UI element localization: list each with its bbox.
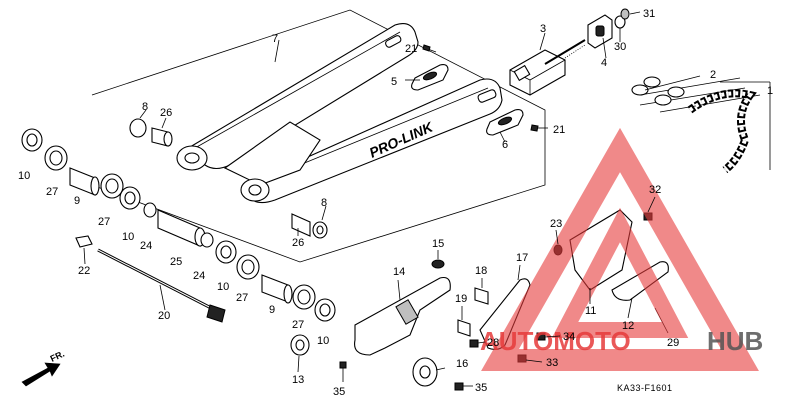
callout-22: 22 [78, 265, 90, 277]
front-direction-arrow: FR. [21, 349, 66, 387]
bolt-21-lower [530, 124, 548, 132]
callout-27-b: 27 [98, 216, 110, 228]
callout-11: 11 [585, 305, 596, 317]
callout-21-upper: 21 [405, 43, 417, 55]
callout-35-left: 35 [333, 386, 345, 398]
svg-text:AUTOMOTO: AUTOMOTO [480, 326, 631, 356]
callout-15: 15 [432, 238, 444, 250]
callout-10-d: 10 [317, 335, 329, 347]
callout-31: 31 [643, 8, 655, 20]
callout-34: 34 [563, 331, 575, 343]
callout-labels: 1 2 3 4 5 6 7 8 8 9 9 10 10 10 10 11 12 … [18, 8, 773, 398]
bolt-21-upper [422, 44, 437, 53]
callout-8-lower: 8 [321, 197, 327, 209]
callout-32: 32 [649, 184, 661, 196]
callout-26-lower: 26 [292, 237, 304, 249]
callout-10-c: 10 [217, 281, 229, 293]
callout-5: 5 [391, 76, 397, 88]
chain-adjuster-assembly [509, 8, 630, 96]
callout-9-upper: 9 [74, 195, 80, 207]
callout-2: 2 [710, 69, 716, 81]
callout-35-right: 35 [475, 382, 487, 394]
callout-27-a: 27 [46, 186, 58, 198]
leader-lines-lower [83, 196, 656, 387]
callout-16: 16 [456, 358, 468, 370]
callout-10-a: 10 [18, 170, 30, 182]
callout-27-d: 27 [292, 319, 304, 331]
callout-28: 28 [487, 337, 499, 349]
callout-24-b: 24 [193, 270, 205, 282]
adjuster-plates [411, 64, 524, 136]
callout-27-c: 27 [236, 292, 248, 304]
callout-21-lower: 21 [553, 124, 565, 136]
svg-text:HUB: HUB [707, 326, 763, 356]
callout-18: 18 [475, 265, 487, 277]
callout-13: 13 [292, 374, 304, 386]
callout-30: 30 [614, 41, 626, 53]
front-marker-label: FR. [49, 349, 66, 364]
callout-1: 1 [767, 85, 773, 97]
callout-23: 23 [550, 218, 562, 230]
callout-14: 14 [393, 266, 405, 278]
callout-17: 17 [516, 252, 528, 264]
callout-12: 12 [622, 320, 634, 332]
leader-lines [139, 11, 701, 236]
automotohub-watermark: AUTOMOTO HUB [480, 127, 763, 371]
callout-24-a: 24 [140, 240, 152, 252]
callout-20: 20 [158, 310, 170, 322]
callout-3: 3 [540, 23, 546, 35]
callout-26-upper: 26 [160, 107, 172, 119]
callout-6: 6 [502, 139, 508, 151]
drawing-code: KA33-F1601 [617, 383, 673, 393]
pivot-bearing-parts [21, 118, 336, 356]
callout-9-lower: 9 [269, 304, 275, 316]
callout-4: 4 [601, 57, 607, 69]
drive-chain [631, 76, 771, 174]
callout-10-b: 10 [122, 231, 134, 243]
callout-33: 33 [546, 357, 558, 369]
callout-7: 7 [272, 33, 278, 45]
callout-8-upper: 8 [142, 101, 148, 113]
callout-29: 29 [667, 337, 679, 349]
callout-25: 25 [170, 256, 182, 268]
callout-19: 19 [455, 293, 467, 305]
